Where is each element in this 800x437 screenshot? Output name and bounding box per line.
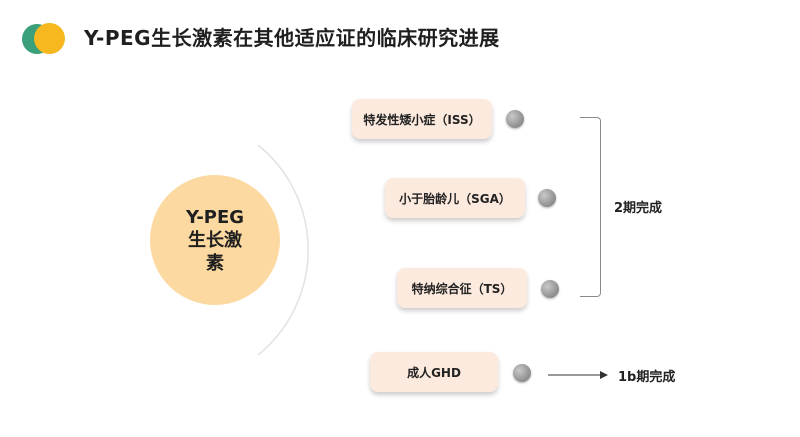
page-title: Y-PEG生长激素在其他适应证的临床研究进展	[84, 26, 500, 50]
hub-line-3: 素	[206, 252, 224, 274]
group-status-label: 2期完成	[614, 201, 663, 216]
indication-sga: 小于胎龄儿（SGA）	[385, 178, 525, 218]
hub-line-1: Y-PEG	[185, 206, 245, 228]
indication-ts-dot	[541, 280, 559, 298]
indication-ts: 特纳综合征（TS）	[397, 268, 527, 308]
indication-iss: 特发性矮小症（ISS）	[352, 99, 492, 139]
logo-yellow-circle	[34, 23, 65, 54]
hub-circle: Y-PEG 生长激 素	[150, 175, 280, 305]
hub-line-2: 生长激	[188, 229, 242, 251]
indication-adult-ghd-dot	[513, 364, 531, 382]
indication-iss-dot	[506, 110, 524, 128]
indication-adult-ghd: 成人GHD	[370, 352, 498, 392]
adult-status-label: 1b期完成	[618, 370, 676, 385]
logo-circles	[22, 22, 68, 54]
arrow-icon	[548, 371, 608, 379]
indication-sga-dot	[538, 189, 556, 207]
group-bracket	[580, 117, 601, 297]
